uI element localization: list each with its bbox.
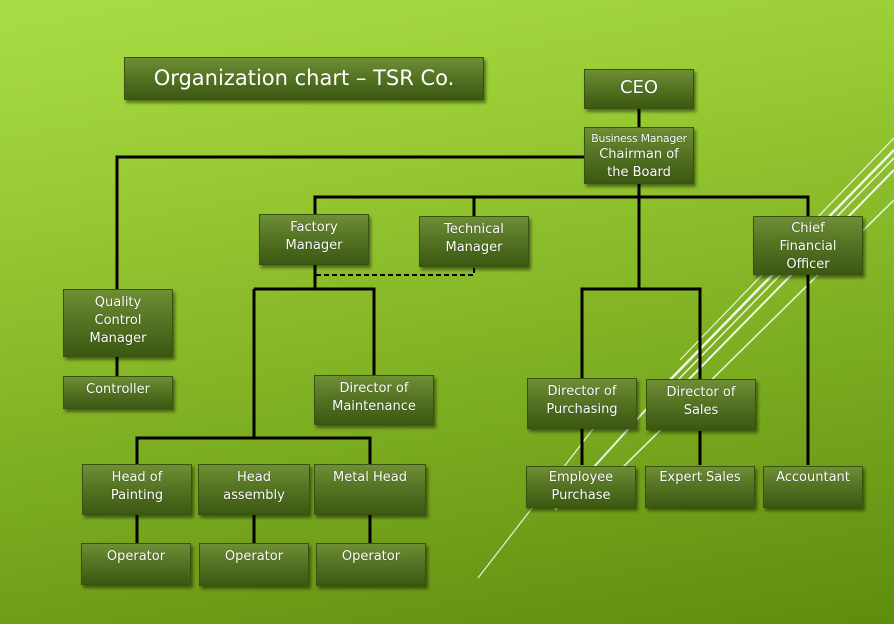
node-label: CEO xyxy=(619,77,659,98)
node-label: Controller xyxy=(86,382,150,397)
node-label: Director of xyxy=(547,384,617,399)
node-label: Director of xyxy=(339,381,409,396)
node-label: Maintenance xyxy=(332,399,416,414)
node-label: Expert Sales xyxy=(659,470,741,485)
node-label: Operator xyxy=(341,549,401,564)
node-label: the Board xyxy=(607,165,671,180)
node-label: Purchasing xyxy=(546,402,618,417)
connector-managers-bus xyxy=(313,195,810,218)
node-label: Manager xyxy=(285,238,343,253)
connector-heads-bus xyxy=(135,436,372,465)
node-operator-painting[interactable]: Operator xyxy=(81,543,191,585)
node-label: Purchase xyxy=(551,488,611,503)
node-controller[interactable]: Controller xyxy=(63,376,173,409)
node-label: Factory xyxy=(290,220,338,235)
node-label: Technical xyxy=(444,222,504,237)
node-label: Quality xyxy=(94,295,142,310)
node-label: Chairman of xyxy=(599,147,679,162)
node-label: Operator xyxy=(106,549,166,564)
node-head-assembly[interactable]: Head assembly xyxy=(198,464,310,515)
node-label: Metal Head xyxy=(332,470,407,485)
decorative-diagonal-stripes xyxy=(477,137,894,579)
node-director-sales[interactable]: Director of Sales xyxy=(646,379,756,430)
node-label: assembly xyxy=(223,488,285,503)
node-employee-purchase[interactable]: Employee Purchase xyxy=(526,466,636,508)
node-expert-sales[interactable]: Expert Sales xyxy=(645,466,755,508)
node-technical-manager[interactable]: Technical Manager xyxy=(419,216,529,267)
node-label: Manager xyxy=(445,240,503,255)
node-label: Business Manager xyxy=(591,132,687,145)
connector-factory-bus xyxy=(254,287,376,376)
connectors xyxy=(115,108,810,544)
node-label: Officer xyxy=(786,257,830,272)
node-head-painting[interactable]: Head of Painting xyxy=(82,464,192,515)
connector-factory-technical-dashed xyxy=(316,268,475,276)
node-label: Sales xyxy=(683,403,719,418)
node-label: Financial xyxy=(779,239,837,254)
node-label: Painting xyxy=(110,488,164,503)
node-cfo[interactable]: Chief Financial Officer xyxy=(753,216,863,275)
connector-directors-bus xyxy=(580,287,702,380)
node-label: Chief xyxy=(791,221,825,236)
node-operator-assembly[interactable]: Operator xyxy=(199,543,309,586)
node-factory-manager[interactable]: Factory Manager xyxy=(259,214,369,265)
node-label: Control xyxy=(94,313,142,328)
node-label: Employee xyxy=(548,470,614,485)
node-quality-control-manager[interactable]: Quality Control Manager xyxy=(63,289,173,357)
slide-title: Organization chart – TSR Co. xyxy=(124,57,484,100)
node-label: Head of xyxy=(111,470,163,485)
node-accountant[interactable]: Accountant xyxy=(763,466,863,508)
node-chairman[interactable]: Business Manager Chairman of the Board xyxy=(584,127,694,184)
node-metal-head[interactable]: Metal Head xyxy=(314,464,426,515)
node-label: Manager xyxy=(89,331,147,346)
node-director-maintenance[interactable]: Director of Maintenance xyxy=(314,375,434,425)
node-ceo[interactable]: CEO xyxy=(584,69,694,109)
node-operator-metal[interactable]: Operator xyxy=(316,543,426,586)
connector-chairman-quality xyxy=(115,155,584,290)
node-director-purchasing[interactable]: Director of Purchasing xyxy=(527,378,637,429)
node-label: Operator xyxy=(224,549,284,564)
stripe xyxy=(653,169,894,416)
node-label: Head xyxy=(237,470,271,485)
node-label: Director of xyxy=(666,385,736,400)
node-label: Accountant xyxy=(776,470,850,485)
